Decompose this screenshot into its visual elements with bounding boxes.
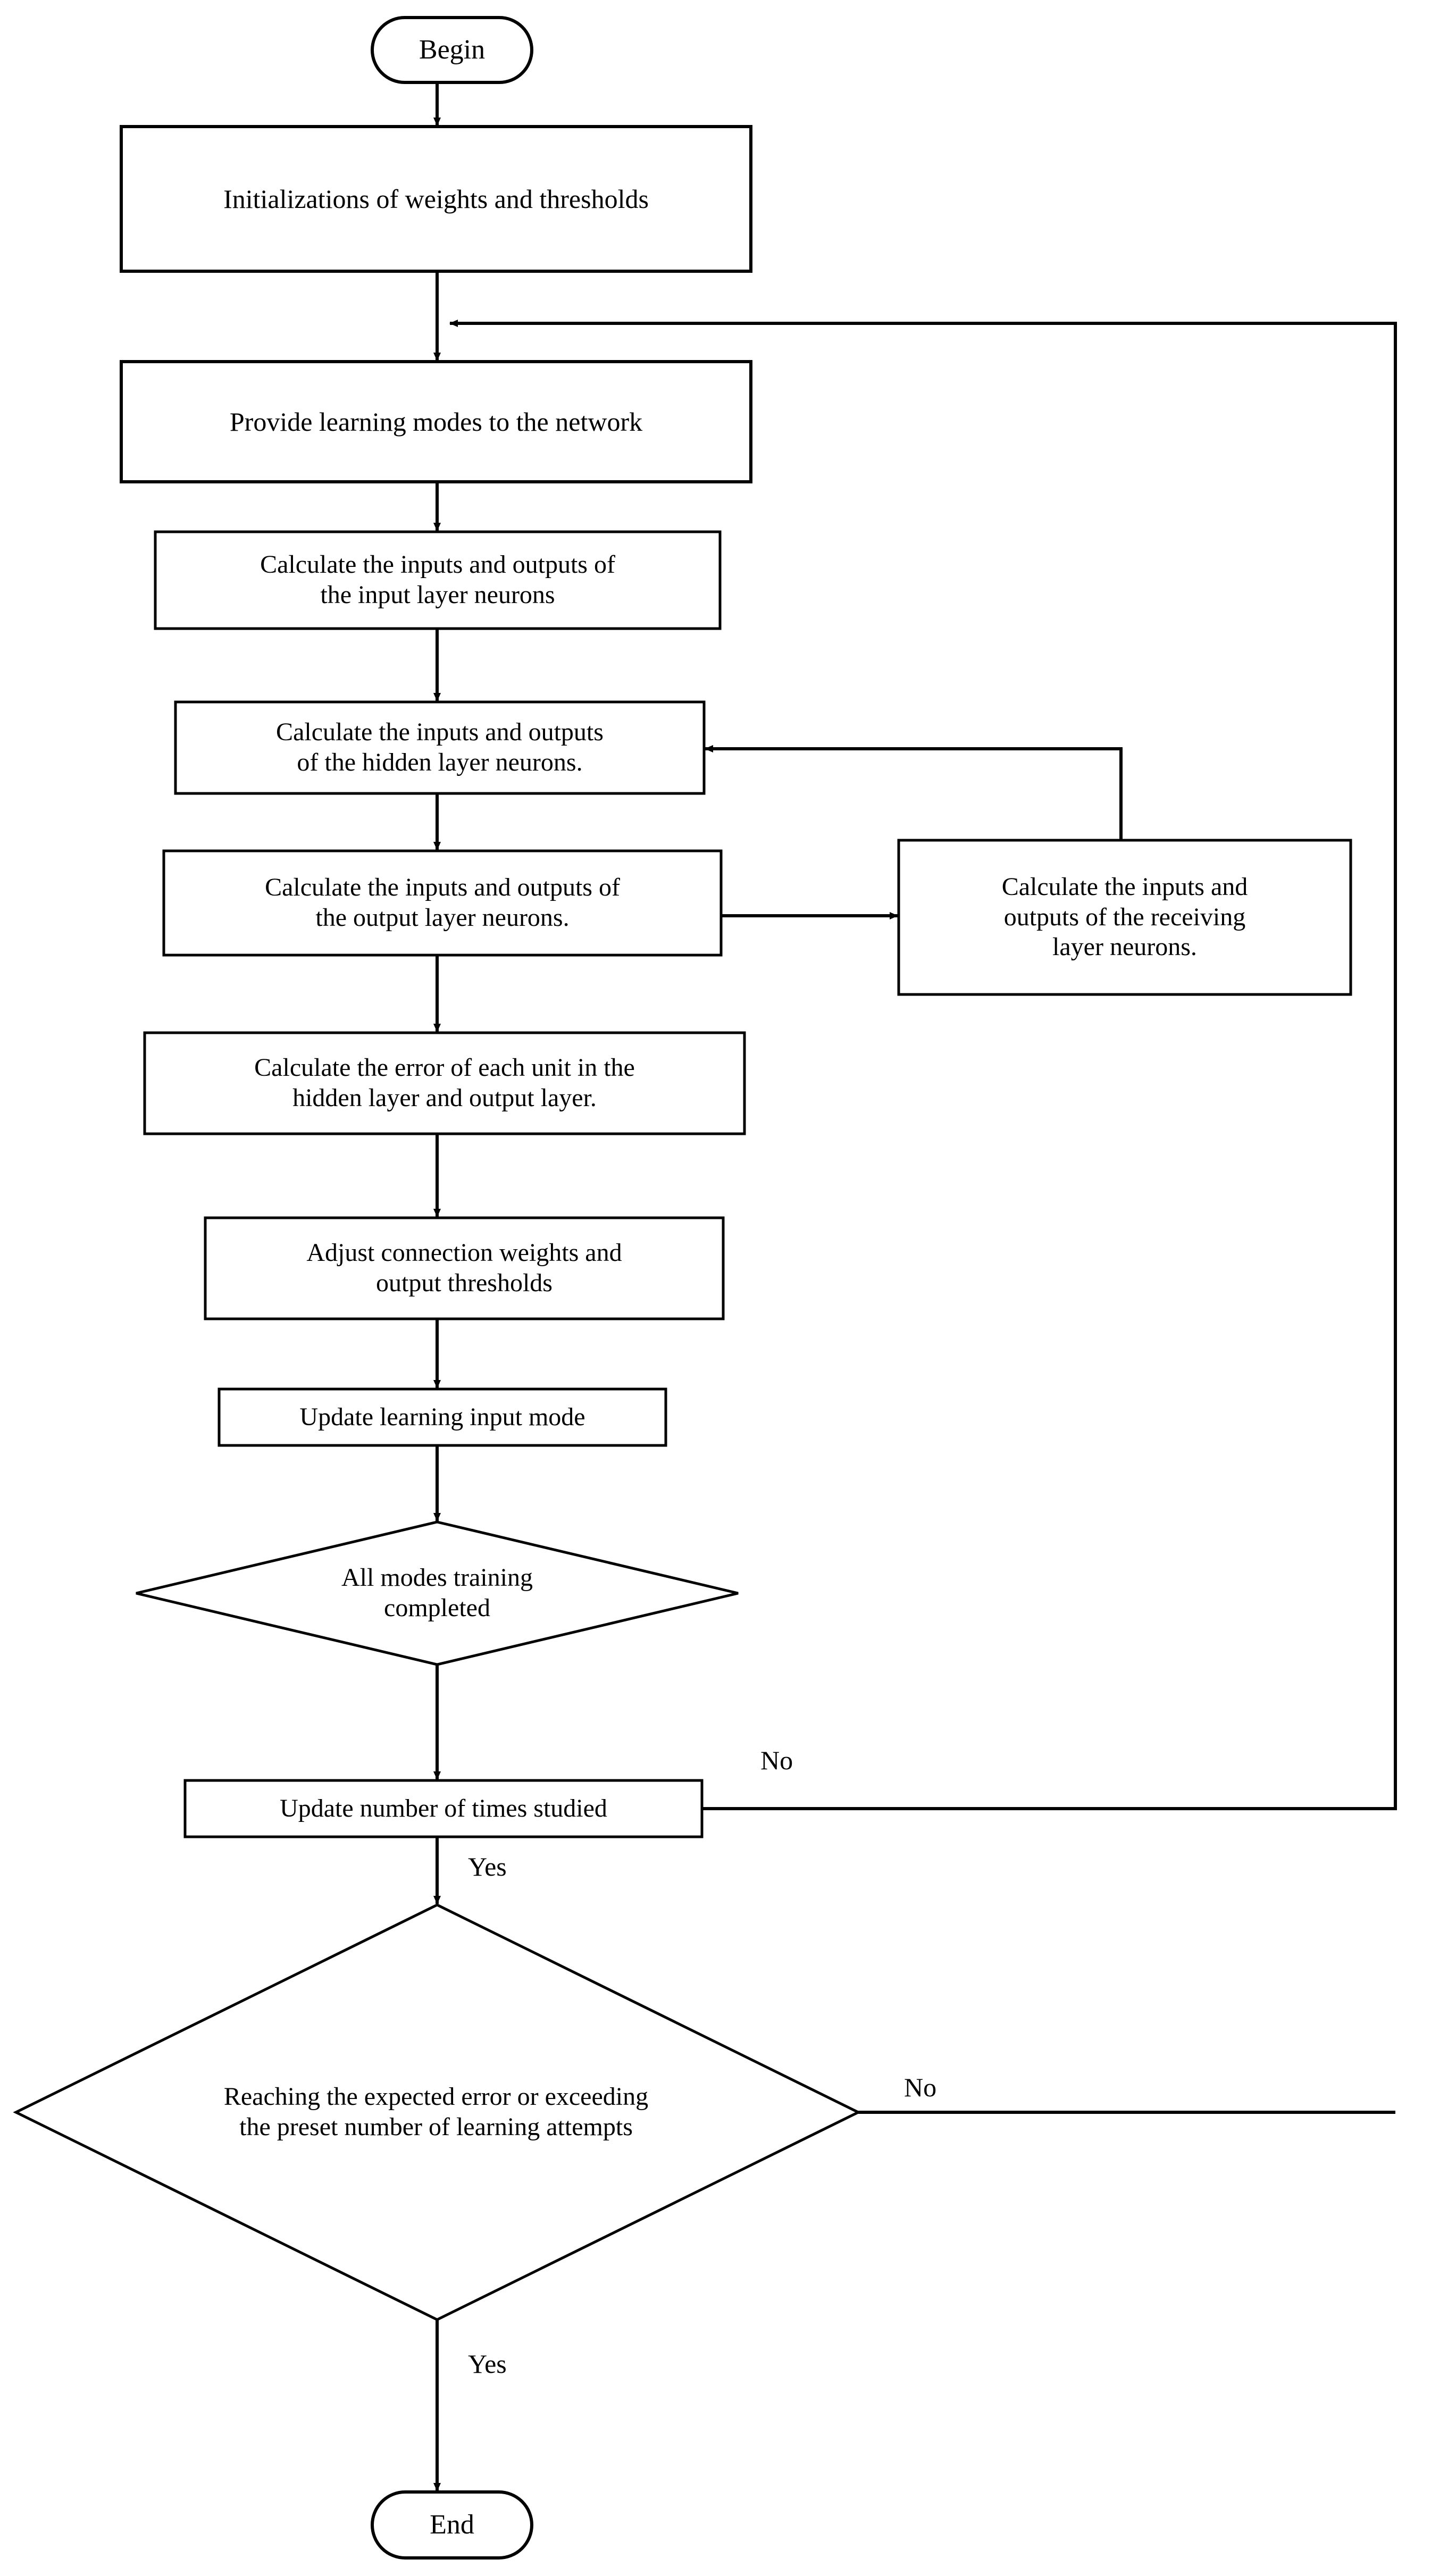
shape-update-mode <box>217 1387 667 1447</box>
shape-adjust-weights <box>204 1216 725 1320</box>
edge-update-times-no-loop <box>449 320 1397 1810</box>
edge-label-yes-reaching-error: Yes <box>468 2349 507 2379</box>
shape-end <box>371 2490 533 2560</box>
edge-label-yes-update-times: Yes <box>468 1852 507 1881</box>
shape-all-modes-done <box>136 1520 739 1666</box>
shape-initializations <box>120 125 752 273</box>
shape-provide-modes <box>120 360 752 483</box>
shape-reaching-error <box>13 1903 861 2321</box>
shape-receiving-layer <box>897 839 1352 996</box>
edge-label-no-reaching-error: No <box>904 2072 937 2102</box>
shape-update-times <box>183 1779 704 1838</box>
edge-receiving-layer-to-hidden-layer <box>705 745 1123 840</box>
shape-output-layer <box>162 849 723 957</box>
shape-begin <box>371 16 533 84</box>
shape-calc-error <box>143 1031 746 1135</box>
edge-label-no-update-times: No <box>760 1745 793 1775</box>
shape-hidden-layer <box>174 700 706 795</box>
shape-input-layer <box>154 530 722 630</box>
